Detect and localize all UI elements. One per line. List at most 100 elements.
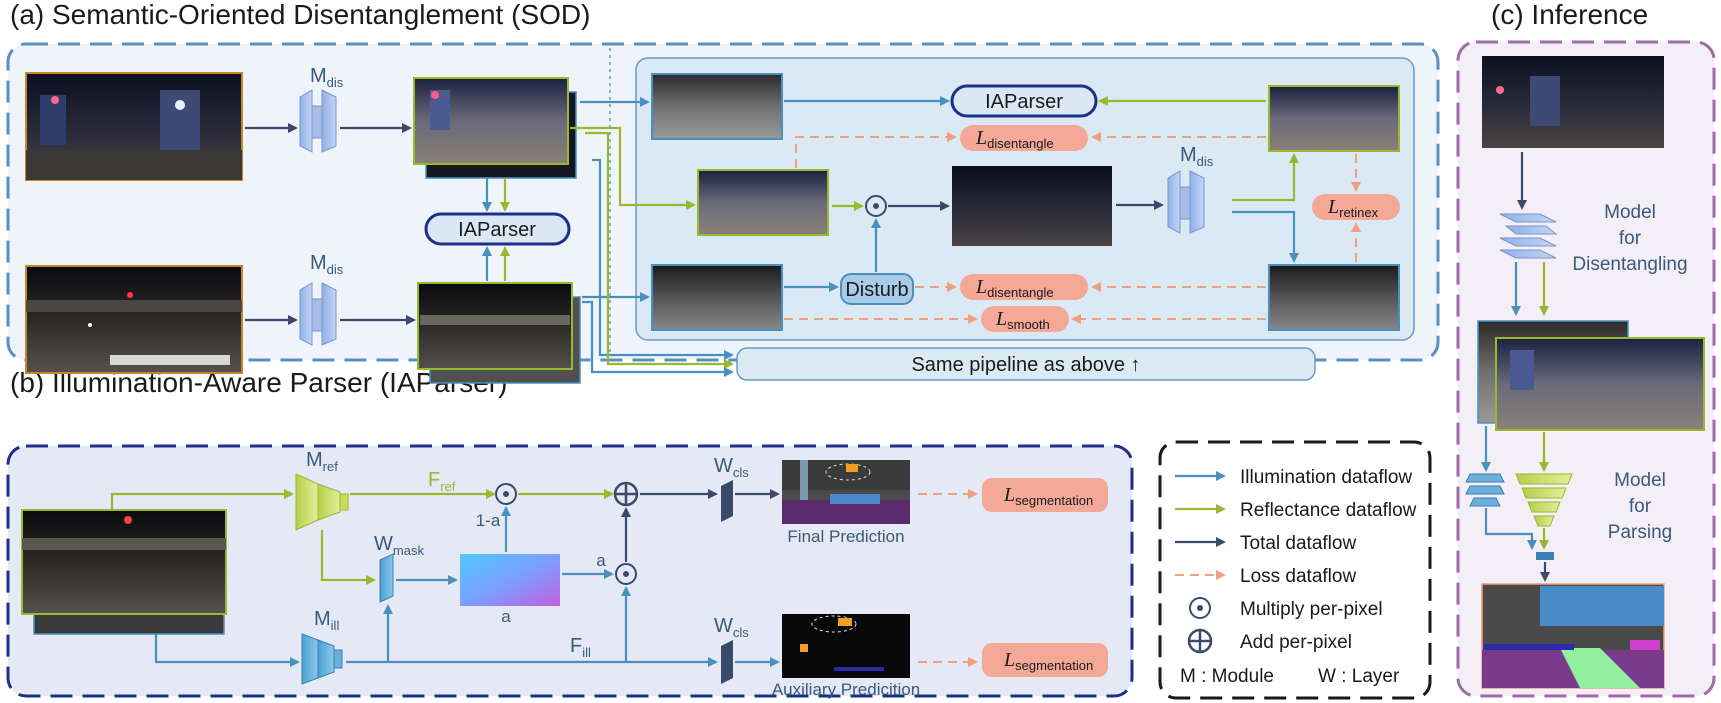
panel-b-arrows [110, 489, 780, 667]
loss-seg-top-sub: segmentation [1015, 493, 1093, 508]
w-mask-layer: Wmask [374, 533, 424, 603]
m-dis-label-top: M [310, 65, 327, 87]
w-cls-layer-top: Wcls [714, 455, 749, 522]
legend-items: Illumination dataflow Reflectance datafl… [1175, 467, 1417, 687]
auxiliary-prediction-caption: Auxiliary Predicition [772, 680, 920, 699]
loss-smooth-sub: smooth [1007, 317, 1050, 332]
loss-segmentation-bottom-box [982, 643, 1108, 677]
model-parsing-line3: Parsing [1608, 522, 1672, 543]
svg-text:Mdis: Mdis [1180, 144, 1214, 169]
legend-module-note: M : Module [1180, 666, 1274, 687]
m-dis-label-inner: M [1180, 144, 1197, 166]
attention-mask-image [460, 554, 560, 606]
m-ill-module: Mill [301, 608, 343, 685]
same-pipeline-label: Same pipeline as above ↑ [911, 354, 1140, 376]
svg-text:Mdis: Mdis [310, 65, 344, 90]
iaparser-box-left [424, 212, 571, 246]
w-mask-sub: mask [393, 543, 425, 558]
w-cls-top-sub: cls [733, 465, 749, 480]
loss-disentangle-top-box [960, 125, 1088, 151]
w-cls-bottom-label: W [714, 615, 733, 637]
legend-illumination: Illumination dataflow [1240, 467, 1412, 488]
final-prediction-caption: Final Prediction [787, 527, 904, 546]
a-label-mul: a [596, 551, 606, 570]
iaparser-label-inner: IAParser [985, 91, 1063, 113]
loss-seg-bottom-sub: segmentation [1015, 658, 1093, 673]
add-operator [613, 481, 639, 507]
illumination-image-right [1268, 264, 1400, 331]
m-dis-sub-bottom: dis [327, 262, 344, 277]
model-parsing-line1: Model [1614, 470, 1666, 491]
iaparser-label-left: IAParser [458, 219, 536, 241]
model-disentangling-line3: Disentangling [1572, 254, 1687, 275]
legend-multiply: Multiply per-pixel [1240, 599, 1383, 620]
loss-retinex-sub: retinex [1339, 205, 1379, 220]
loss-disentangle-bottom-box [960, 274, 1088, 300]
loss-retinex-l: L [1327, 196, 1339, 218]
legend-total: Total dataflow [1240, 533, 1356, 554]
loss-smooth-box [981, 306, 1069, 332]
svg-text:Wmask: Wmask [374, 533, 424, 558]
loss-smooth-l: L [995, 308, 1007, 330]
svg-text:Mdis: Mdis [310, 252, 344, 277]
svg-text:Ldisentangle: Ldisentangle [975, 127, 1054, 151]
f-ill-sub: ill [582, 645, 591, 660]
loss-disentangle-top-sub: disentangle [987, 136, 1054, 151]
m-ill-label: M [314, 608, 331, 630]
loss-seg-top-l: L [1003, 484, 1015, 506]
panel-a-loss-arrows [784, 132, 1361, 324]
inference-decomposed-image [1477, 320, 1705, 431]
w-cls-top-label: W [714, 455, 733, 477]
loss-disentangle-bottom-sub: disentangle [987, 285, 1054, 300]
auxiliary-prediction-image [782, 614, 910, 678]
multiply-operator-ref [495, 483, 517, 505]
disturb-box [840, 273, 914, 305]
legend-add: Add per-pixel [1240, 632, 1352, 653]
svg-text:Lretinex: Lretinex [1327, 196, 1379, 220]
mask-a-label: a [501, 607, 511, 626]
svg-text:Fref: Fref [428, 469, 456, 494]
m-ref-sub: ref [323, 459, 339, 474]
loss-segmentation-top-box [982, 478, 1108, 512]
svg-text:Ldisentangle: Ldisentangle [975, 276, 1054, 300]
inference-disentangle-module [1499, 213, 1558, 259]
m-ref-module: Mref [295, 449, 349, 531]
m-dis-module-top: Mdis [299, 65, 344, 153]
loss-disentangle-top-l: L [975, 127, 987, 149]
m-dis-module-bottom: Mdis [299, 252, 344, 346]
panel-b-loss-arrows [918, 489, 978, 667]
svg-text:Mref: Mref [306, 449, 338, 474]
legend-frame [1158, 440, 1432, 700]
svg-text:Mill: Mill [314, 608, 339, 633]
inference-output-segmentation [1481, 583, 1665, 689]
f-ref-sub: ref [440, 479, 456, 494]
svg-text:Lsegmentation: Lsegmentation [1003, 484, 1093, 508]
f-ref-label: F [428, 469, 440, 491]
m-dis-label-bottom: M [310, 252, 327, 274]
one-minus-a-label: 1-a [476, 511, 501, 530]
model-parsing-line2: for [1629, 496, 1652, 517]
final-prediction-image [782, 460, 910, 524]
loss-retinex-box [1312, 194, 1400, 220]
inference-input-image [1482, 56, 1664, 148]
reflectance-image-mid [697, 169, 829, 236]
multiply-operator-a [865, 195, 887, 217]
legend-loss: Loss dataflow [1240, 566, 1356, 587]
multiply-operator-ill [615, 563, 637, 585]
svg-text:Lsmooth: Lsmooth [995, 308, 1050, 332]
model-disentangling-line1: Model [1604, 202, 1656, 223]
model-disentangling-line2: for [1619, 228, 1642, 249]
w-cls-bottom-sub: cls [733, 625, 749, 640]
m-ref-label: M [306, 449, 323, 471]
input-image-top [25, 72, 243, 181]
panel-c-title: (c) Inference [1491, 0, 1648, 30]
svg-text:Lsegmentation: Lsegmentation [1003, 649, 1093, 673]
disturb-label: Disturb [845, 279, 908, 301]
inference-parsing-module [1465, 473, 1573, 560]
reflectance-image-right [1268, 85, 1400, 152]
loss-seg-bottom-l: L [1003, 649, 1015, 671]
decomposed-image-bottom [417, 282, 581, 384]
legend-reflectance: Reflectance dataflow [1240, 500, 1417, 521]
w-cls-layer-bottom: Wcls [714, 615, 749, 684]
panel-a-arrows [245, 96, 1299, 377]
